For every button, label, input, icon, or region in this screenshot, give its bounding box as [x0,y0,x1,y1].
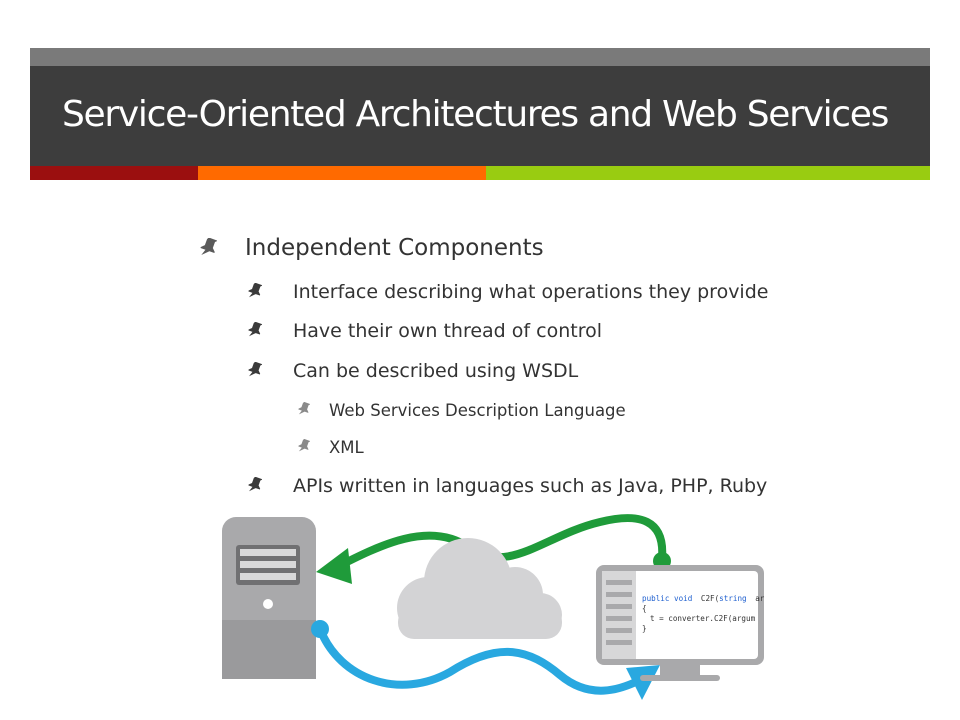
pushpin-icon [248,362,262,377]
bullet-text: Independent Components [245,235,544,261]
bullet-text: Interface describing what operations the… [293,281,769,303]
accent-bar-orange [198,166,486,180]
accent-bar-red [30,166,198,180]
bullet-text: XML [329,438,364,457]
bullet-text: Can be described using WSDL [293,360,579,382]
code-line-3: t = converter.C2F(argum [650,614,756,623]
pushpin-icon [298,439,310,452]
code-line-2: { [642,604,647,613]
cloud-icon [397,538,562,639]
slide-title: Service-Oriented Architectures and Web S… [62,94,889,135]
monitor-icon: public void C2F(string ar { t = converte… [596,565,765,681]
code-line-4: } [642,624,647,633]
title-bar [30,66,930,166]
server-tower-icon [222,517,316,679]
pushpin-icon [200,238,217,255]
bullet-text: APIs written in languages such as Java, … [293,475,768,497]
pushpin-icon [298,402,310,415]
accent-bar-green [486,166,930,180]
bullet-list: Independent Components Interface describ… [200,235,769,497]
pushpin-icon [248,283,262,298]
top-strip [30,48,930,66]
pushpin-icon [248,322,262,337]
pushpin-icon [248,477,262,492]
blue-arrow [311,620,660,700]
bullet-text: Web Services Description Language [329,401,626,420]
bullet-text: Have their own thread of control [293,320,602,342]
code-line-1: public void C2F(string ar [642,594,765,603]
web-service-illustration: public void C2F(string ar { t = converte… [222,514,765,700]
